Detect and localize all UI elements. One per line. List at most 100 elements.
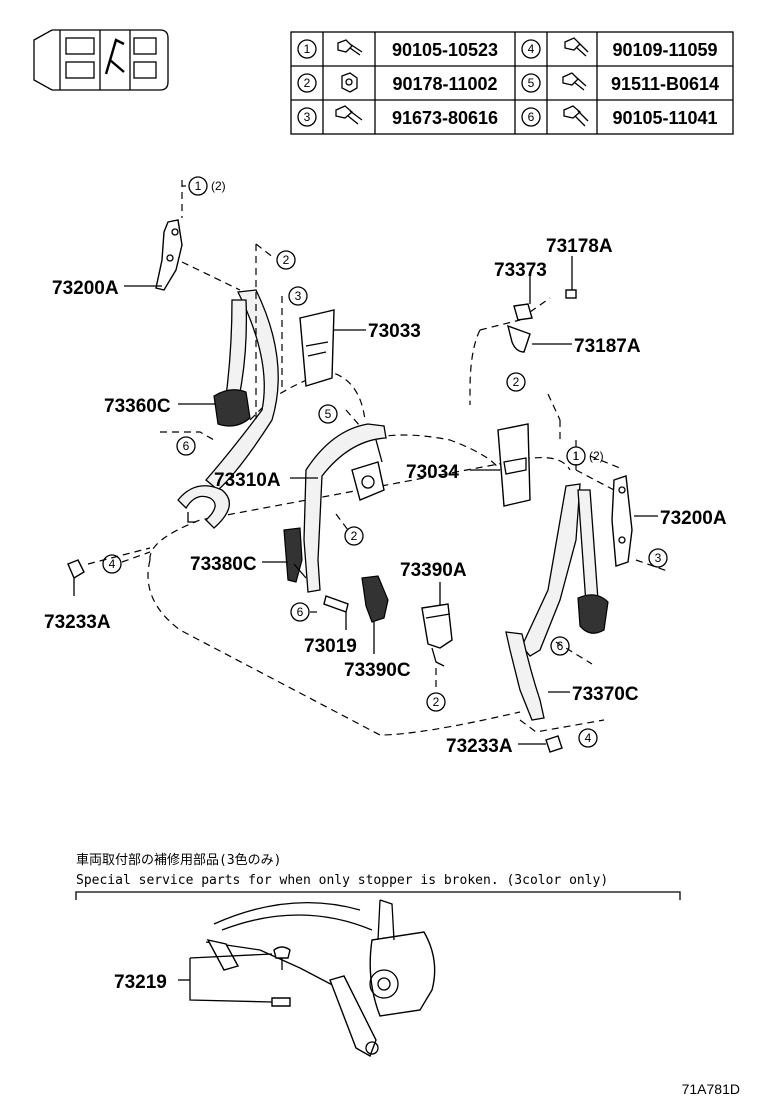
service-note-jp: 車両取付部の補修用部品(3色のみ) <box>76 852 281 868</box>
bolt-icon <box>563 105 589 127</box>
callout-73019: 73019 <box>304 636 357 657</box>
diagram-code: 71A781D <box>682 1081 740 1097</box>
callout-73187a: 73187A <box>574 336 641 357</box>
stopper-detail-view <box>189 899 436 1058</box>
svg-text:5: 5 <box>325 407 332 421</box>
callout-73219: 73219 <box>114 972 167 993</box>
bolt-icon <box>335 105 363 125</box>
buckle-73390c <box>361 575 389 623</box>
right-belt-webbing <box>521 483 581 657</box>
tongue-73380c <box>283 527 303 583</box>
part-number: 90178-11002 <box>392 74 497 94</box>
ref-circle: 4 <box>102 554 122 574</box>
callout-73033: 73033 <box>368 321 421 342</box>
svg-text:1: 1 <box>573 449 580 463</box>
trim-cover-73033 <box>299 309 335 387</box>
ref-number: 1 <box>304 42 311 56</box>
ref-circle: 2 <box>344 526 364 546</box>
part-number: 90105-11041 <box>612 108 717 128</box>
vehicle-location-icon <box>33 29 169 91</box>
stopper-lower <box>271 997 291 1007</box>
bolt-icon <box>337 39 363 56</box>
svg-text:2: 2 <box>433 695 440 709</box>
svg-text:3: 3 <box>655 551 662 565</box>
clip-73178a <box>565 289 577 299</box>
callout-73380c: 73380C <box>190 554 257 575</box>
ref-circle: 6 <box>176 436 196 456</box>
table-row: 2 90178-11002 5 91511-B0614 <box>297 72 719 94</box>
callout-73178a: 73178A <box>546 236 613 257</box>
bracket-73187a <box>507 324 531 353</box>
svg-text:2: 2 <box>351 529 358 543</box>
svg-text:(2): (2) <box>211 179 226 193</box>
nut-icon <box>341 72 358 93</box>
retractor-detail <box>369 931 436 1017</box>
ref-circle: 2 <box>506 372 526 392</box>
part-number: 91673-80616 <box>392 108 498 128</box>
callout-73310a: 73310A <box>214 470 281 491</box>
table-row: 3 91673-80616 6 90105-11041 <box>297 105 718 128</box>
bolt-icon <box>562 72 587 91</box>
left-seat-belt-assembly <box>155 180 279 529</box>
ref-circle: 2 <box>276 250 296 270</box>
ref-circle: 6 <box>550 636 570 656</box>
bolt-icon <box>564 37 589 57</box>
ref-circle-1-2-top: 1 (2) <box>188 176 226 196</box>
callout-73200a-right: 73200A <box>660 508 727 529</box>
clip-73373 <box>513 303 533 321</box>
callout-73200a-left: 73200A <box>52 278 119 299</box>
svg-text:4: 4 <box>109 557 116 571</box>
svg-text:6: 6 <box>557 639 564 653</box>
svg-text:2: 2 <box>283 253 290 267</box>
callout-73390c: 73390C <box>344 660 411 681</box>
fastener-parts-table: 1 90105-10523 4 90109-11059 2 90178-1100… <box>290 31 734 135</box>
retractor-73360c <box>213 389 251 427</box>
ref-circle: 6 <box>290 602 310 622</box>
callout-73373: 73373 <box>494 260 547 281</box>
callout-73370c: 73370C <box>572 684 639 705</box>
svg-text:4: 4 <box>585 731 592 745</box>
note-bracket <box>75 891 681 900</box>
service-note-en: Special service parts for when only stop… <box>76 873 608 888</box>
ref-circle: 4 <box>578 728 598 748</box>
ref-circle: 2 <box>426 692 446 712</box>
buckle-73390a <box>421 603 453 649</box>
part-number: 90109-11059 <box>612 40 717 60</box>
ref-number: 3 <box>304 110 311 124</box>
ref-number: 4 <box>528 42 535 56</box>
svg-text:1: 1 <box>195 179 202 193</box>
callout-73233a-left: 73233A <box>44 612 111 633</box>
leader-lines <box>73 185 671 745</box>
center-retractor <box>351 461 385 501</box>
center-seat-belt-assembly <box>283 409 453 690</box>
ref-circle: 3 <box>648 548 668 568</box>
retractor-73370c <box>577 594 609 634</box>
ref-number: 2 <box>304 76 311 90</box>
cap-73233a-left <box>67 559 85 580</box>
callout-73390a: 73390A <box>400 560 467 581</box>
trim-cover-73034 <box>497 423 531 507</box>
bolt-73019 <box>323 595 349 613</box>
ref-circle: 5 <box>318 404 338 424</box>
svg-text:3: 3 <box>295 289 302 303</box>
svg-text:2: 2 <box>513 375 520 389</box>
ref-number: 5 <box>528 76 535 90</box>
ref-number: 6 <box>528 110 535 124</box>
anchor-plate-73200a-right <box>611 475 633 567</box>
svg-text:6: 6 <box>297 605 304 619</box>
ref-circle-1-2-right: 1 (2) <box>566 446 604 466</box>
ref-circle: 3 <box>288 286 308 306</box>
svg-text:6: 6 <box>183 439 190 453</box>
callout-73233a-right: 73233A <box>446 736 513 757</box>
part-number: 91511-B0614 <box>611 74 719 94</box>
center-belt-webbing <box>303 423 387 593</box>
table-row: 1 90105-10523 4 90109-11059 <box>297 37 718 60</box>
stopper-upper <box>273 946 291 959</box>
cap-73233a-right <box>545 735 563 753</box>
callout-73360c: 73360C <box>104 396 171 417</box>
svg-text:(2): (2) <box>589 449 604 463</box>
part-number: 90105-10523 <box>392 40 498 60</box>
right-seat-belt-assembly <box>505 440 633 733</box>
callout-73034: 73034 <box>406 462 459 483</box>
